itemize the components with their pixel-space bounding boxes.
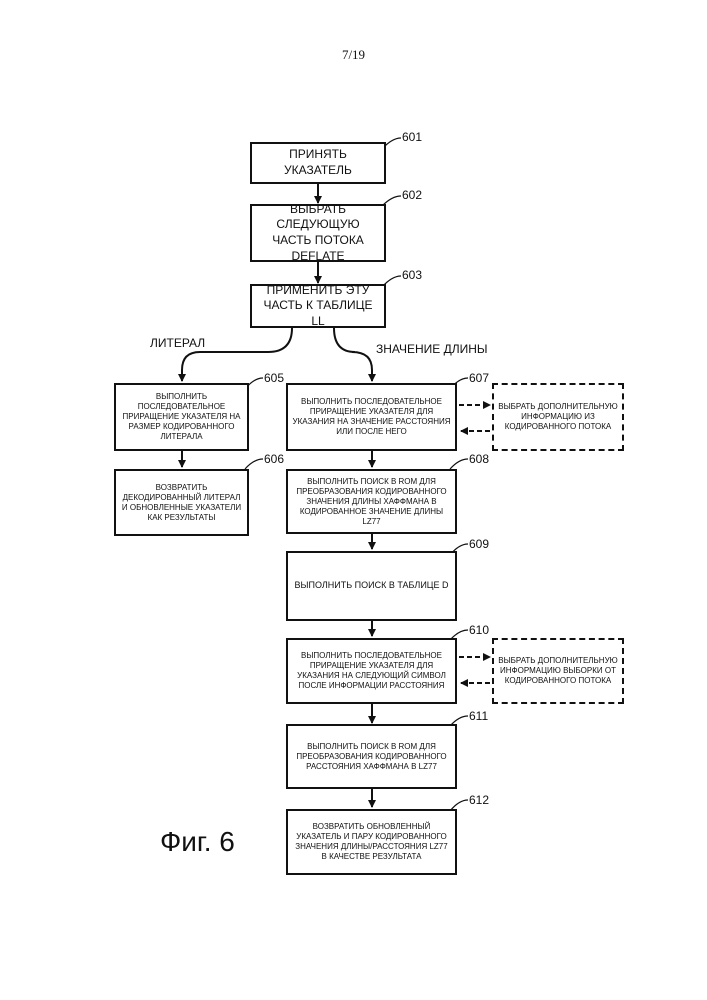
step-602-box: ВЫБРАТЬ СЛЕДУЮЩУЮ ЧАСТЬ ПОТОКА DEFLATE — [250, 204, 386, 262]
step-611-number: 611 — [469, 709, 488, 723]
step-607-side-box: ВЫБРАТЬ ДОПОЛНИТЕЛЬНУЮ ИНФОРМАЦИЮ ИЗ КОД… — [492, 383, 624, 451]
page-number: 7/19 — [0, 47, 707, 63]
step-603-box: ПРИМЕНИТЬ ЭТУ ЧАСТЬ К ТАБЛИЦЕ LL — [250, 284, 386, 328]
step-605-number: 605 — [264, 371, 284, 385]
step-609-box: ВЫПОЛНИТЬ ПОИСК В ТАБЛИЦЕ D — [286, 551, 457, 621]
step-608-text: ВЫПОЛНИТЬ ПОИСК В ROM ДЛЯ ПРЕОБРАЗОВАНИЯ… — [292, 477, 451, 527]
step-603-text: ПРИМЕНИТЬ ЭТУ ЧАСТЬ К ТАБЛИЦЕ LL — [256, 283, 380, 330]
step-602-number: 602 — [402, 188, 422, 202]
step-610-side-text: ВЫБРАТЬ ДОПОЛНИТЕЛЬНУЮ ИНФОРМАЦИЮ ВЫБОРК… — [498, 656, 618, 686]
step-610-side-box: ВЫБРАТЬ ДОПОЛНИТЕЛЬНУЮ ИНФОРМАЦИЮ ВЫБОРК… — [492, 638, 624, 704]
step-601-text: ПРИНЯТЬ УКАЗАТЕЛЬ — [256, 147, 380, 178]
step-610-number: 610 — [469, 623, 489, 637]
step-607-number: 607 — [469, 371, 489, 385]
step-612-text: ВОЗВРАТИТЬ ОБНОВЛЕННЫЙ УКАЗАТЕЛЬ И ПАРУ … — [292, 822, 451, 862]
step-610-box: ВЫПОЛНИТЬ ПОСЛЕДОВАТЕЛЬНОЕ ПРИРАЩЕНИЕ УК… — [286, 638, 457, 704]
step-601-box: ПРИНЯТЬ УКАЗАТЕЛЬ — [250, 142, 386, 184]
step-603-number: 603 — [402, 268, 422, 282]
step-608-number: 608 — [469, 452, 489, 466]
step-609-number: 609 — [469, 537, 489, 551]
step-610-text: ВЫПОЛНИТЬ ПОСЛЕДОВАТЕЛЬНОЕ ПРИРАЩЕНИЕ УК… — [292, 651, 451, 691]
step-611-text: ВЫПОЛНИТЬ ПОИСК В ROM ДЛЯ ПРЕОБРАЗОВАНИЯ… — [292, 742, 451, 772]
step-612-box: ВОЗВРАТИТЬ ОБНОВЛЕННЫЙ УКАЗАТЕЛЬ И ПАРУ … — [286, 809, 457, 875]
step-606-box: ВОЗВРАТИТЬ ДЕКОДИРОВАННЫЙ ЛИТЕРАЛ И ОБНО… — [114, 469, 249, 536]
leader-606 — [245, 459, 263, 469]
step-611-box: ВЫПОЛНИТЬ ПОИСК В ROM ДЛЯ ПРЕОБРАЗОВАНИЯ… — [286, 724, 457, 789]
step-607-box: ВЫПОЛНИТЬ ПОСЛЕДОВАТЕЛЬНОЕ ПРИРАЩЕНИЕ УК… — [286, 383, 457, 451]
leader-608 — [450, 459, 468, 469]
step-605-box: ВЫПОЛНИТЬ ПОСЛЕДОВАТЕЛЬНОЕ ПРИРАЩЕНИЕ УК… — [114, 383, 249, 451]
step-607-side-text: ВЫБРАТЬ ДОПОЛНИТЕЛЬНУЮ ИНФОРМАЦИЮ ИЗ КОД… — [498, 402, 618, 432]
branch-label-length-value: ЗНАЧЕНИЕ ДЛИНЫ — [376, 342, 488, 356]
step-602-text: ВЫБРАТЬ СЛЕДУЮЩУЮ ЧАСТЬ ПОТОКА DEFLATE — [256, 202, 380, 264]
figure-caption: Фиг. 6 — [160, 826, 235, 858]
branch-length — [334, 328, 372, 381]
step-606-text: ВОЗВРАТИТЬ ДЕКОДИРОВАННЫЙ ЛИТЕРАЛ И ОБНО… — [120, 483, 243, 523]
step-601-number: 601 — [402, 130, 422, 144]
step-606-number: 606 — [264, 452, 284, 466]
branch-label-literal: ЛИТЕРАЛ — [150, 336, 205, 350]
step-608-box: ВЫПОЛНИТЬ ПОИСК В ROM ДЛЯ ПРЕОБРАЗОВАНИЯ… — [286, 469, 457, 534]
step-605-text: ВЫПОЛНИТЬ ПОСЛЕДОВАТЕЛЬНОЕ ПРИРАЩЕНИЕ УК… — [120, 392, 243, 442]
step-612-number: 612 — [469, 793, 489, 807]
step-607-text: ВЫПОЛНИТЬ ПОСЛЕДОВАТЕЛЬНОЕ ПРИРАЩЕНИЕ УК… — [292, 397, 451, 437]
step-609-text: ВЫПОЛНИТЬ ПОИСК В ТАБЛИЦЕ D — [295, 580, 449, 591]
